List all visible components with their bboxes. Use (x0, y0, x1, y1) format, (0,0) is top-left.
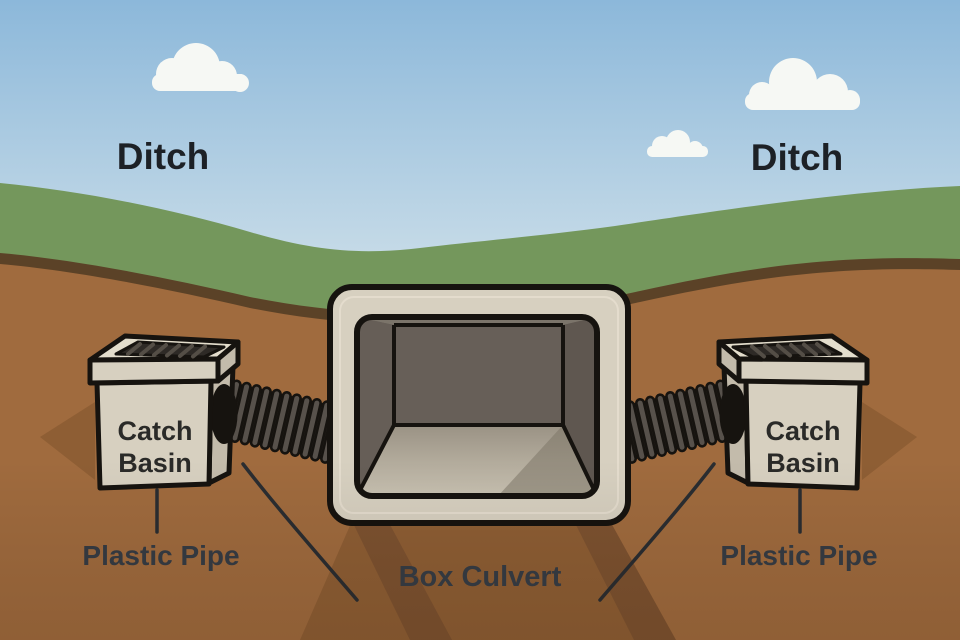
label-ditch-left: Ditch (117, 136, 210, 177)
label-plastic-pipe-left: Plastic Pipe (82, 540, 239, 571)
pipe-hole (210, 384, 238, 444)
cloud-right (745, 58, 860, 110)
basin-lid-front (87, 356, 221, 386)
basin-grate (114, 340, 226, 359)
label-catch-basin-right-line2: Basin (766, 448, 840, 478)
label-ditch-right: Ditch (751, 137, 844, 178)
label-catch-basin-left-line2: Basin (118, 448, 192, 478)
cloud-small (647, 130, 708, 157)
labels: Ditch Ditch Catch Basin Catch Basin Plas… (82, 136, 877, 593)
label-catch-basin-left-line1: Catch (117, 416, 192, 446)
label-box-culvert: Box Culvert (399, 561, 562, 593)
soil-depth-shade (0, 460, 960, 640)
label-catch-basin-right-line1: Catch (765, 416, 840, 446)
cloud-left (152, 43, 249, 92)
label-plastic-pipe-right: Plastic Pipe (720, 540, 877, 571)
